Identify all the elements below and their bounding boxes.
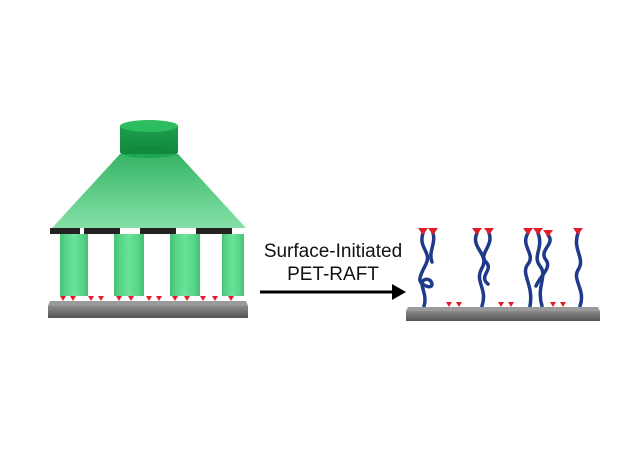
photomask xyxy=(50,228,232,234)
green-lamp-icon xyxy=(120,120,178,158)
grafted-surface xyxy=(406,228,600,321)
substrate-right xyxy=(406,307,600,321)
red-triangle-icon xyxy=(60,296,234,301)
light-cone xyxy=(52,154,246,228)
reaction-arrow xyxy=(260,284,406,300)
process-label-line1: Surface-Initiated xyxy=(263,241,403,262)
red-triangle-icon xyxy=(446,302,566,307)
illumination-setup xyxy=(48,120,248,318)
light-columns xyxy=(60,234,244,296)
process-label-line2: PET-RAFT xyxy=(287,264,379,285)
substrate-left xyxy=(48,301,248,318)
red-triangle-icon xyxy=(418,228,583,237)
polymer-chain-icon xyxy=(418,231,584,308)
